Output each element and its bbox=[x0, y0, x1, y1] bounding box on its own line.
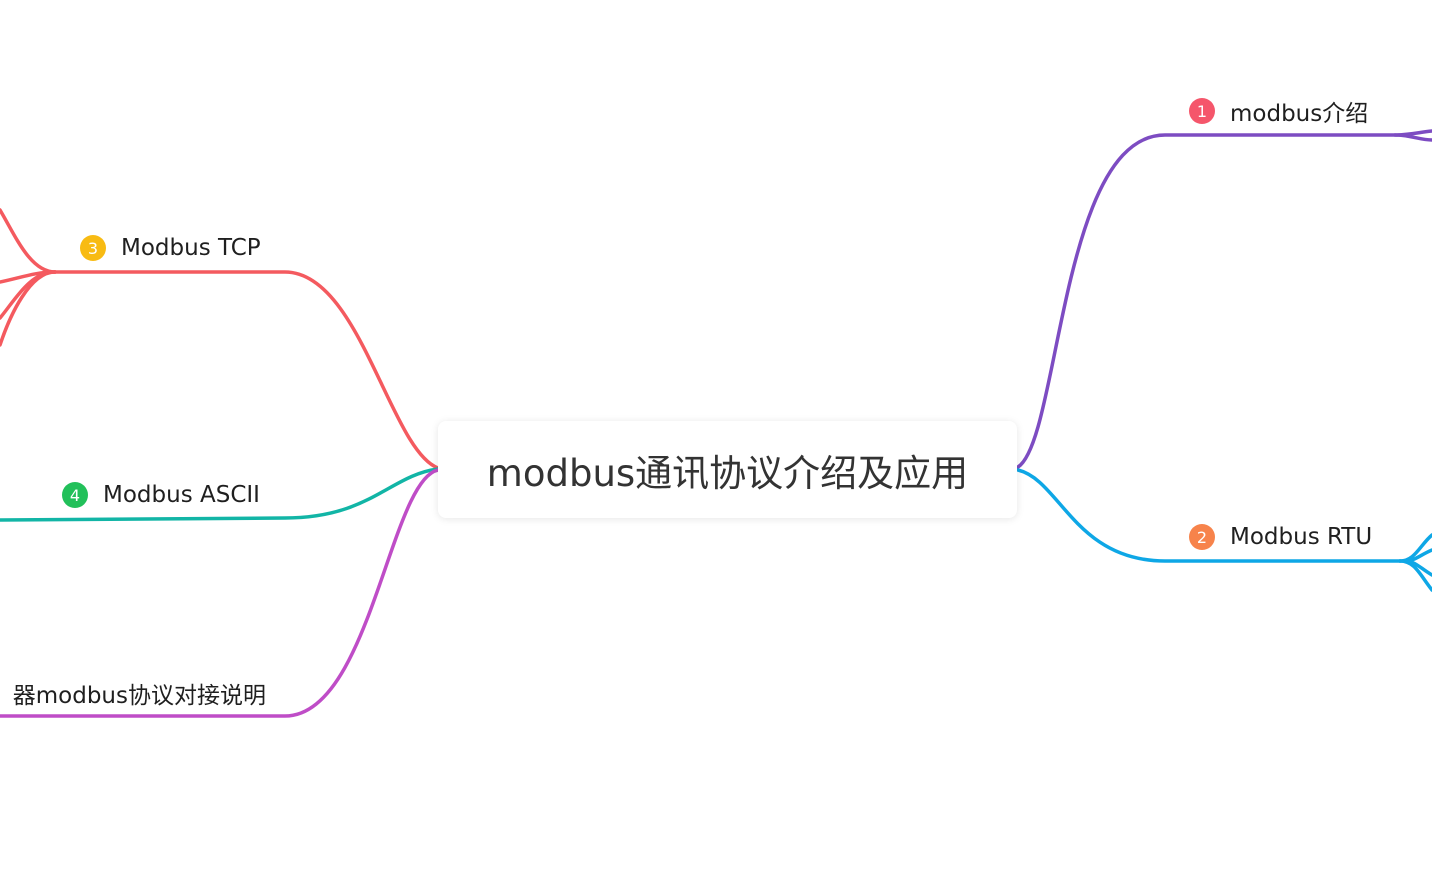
badge-number-4: 4 bbox=[62, 482, 88, 508]
branch-topic-3[interactable]: 3 Modbus TCP bbox=[80, 232, 261, 264]
branch-topic-4[interactable]: 4 Modbus ASCII bbox=[62, 479, 260, 511]
connector-branch-2 bbox=[1016, 468, 1432, 592]
root-topic-label: modbus通讯协议介绍及应用 bbox=[486, 451, 969, 495]
branch-label-5: 器modbus协议对接说明 bbox=[12, 683, 266, 709]
connector-branch-1 bbox=[1016, 129, 1432, 469]
root-topic[interactable]: modbus通讯协议介绍及应用 bbox=[438, 421, 1017, 518]
connector-branch-3 bbox=[0, 208, 440, 470]
branch-label-3: Modbus TCP bbox=[121, 235, 261, 261]
branch-label-4: Modbus ASCII bbox=[103, 482, 260, 508]
badge-number-2: 2 bbox=[1189, 524, 1215, 550]
branch-topic-5[interactable]: 器modbus协议对接说明 bbox=[13, 677, 266, 709]
branch-label-1: modbus介绍 bbox=[1230, 101, 1369, 127]
branch-label-2: Modbus RTU bbox=[1230, 524, 1373, 550]
branch-topic-1[interactable]: 1 modbus介绍 bbox=[1189, 95, 1368, 127]
connector-branch-5 bbox=[0, 468, 440, 718]
branch-topic-2[interactable]: 2 Modbus RTU bbox=[1189, 521, 1372, 553]
badge-number-1: 1 bbox=[1189, 98, 1215, 124]
connector-branch-4 bbox=[0, 467, 440, 522]
badge-number-3: 3 bbox=[80, 235, 106, 261]
